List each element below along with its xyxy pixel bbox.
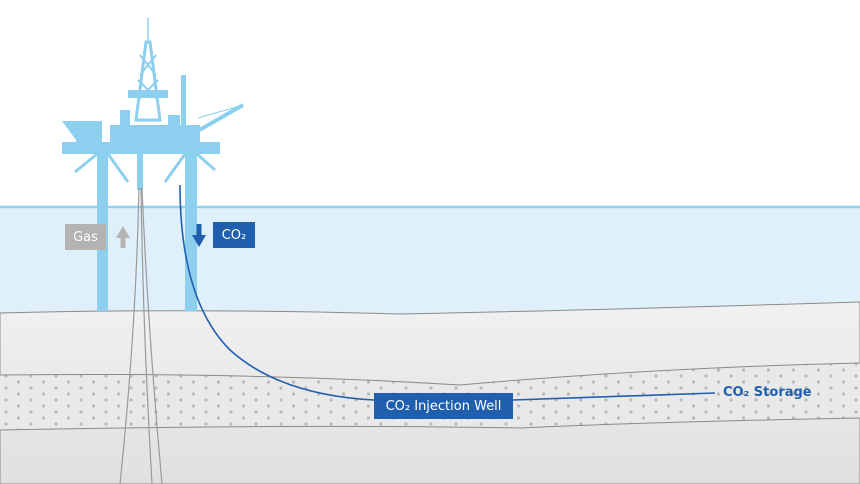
gas-label: Gas xyxy=(65,224,106,250)
water xyxy=(0,207,860,317)
co2-label: CO₂ xyxy=(213,222,255,248)
gas-up-arrow-icon xyxy=(116,226,130,248)
storage-top-line xyxy=(0,362,860,386)
co2-injection-well-label: CO₂ Injection Well xyxy=(374,393,513,419)
co2-storage-label: CO₂ Storage xyxy=(723,385,812,400)
co2-injection-well-line xyxy=(179,184,716,401)
storage-bottom-line xyxy=(0,417,860,431)
gas-wells xyxy=(119,187,163,484)
co2-down-arrow-icon xyxy=(192,224,206,247)
